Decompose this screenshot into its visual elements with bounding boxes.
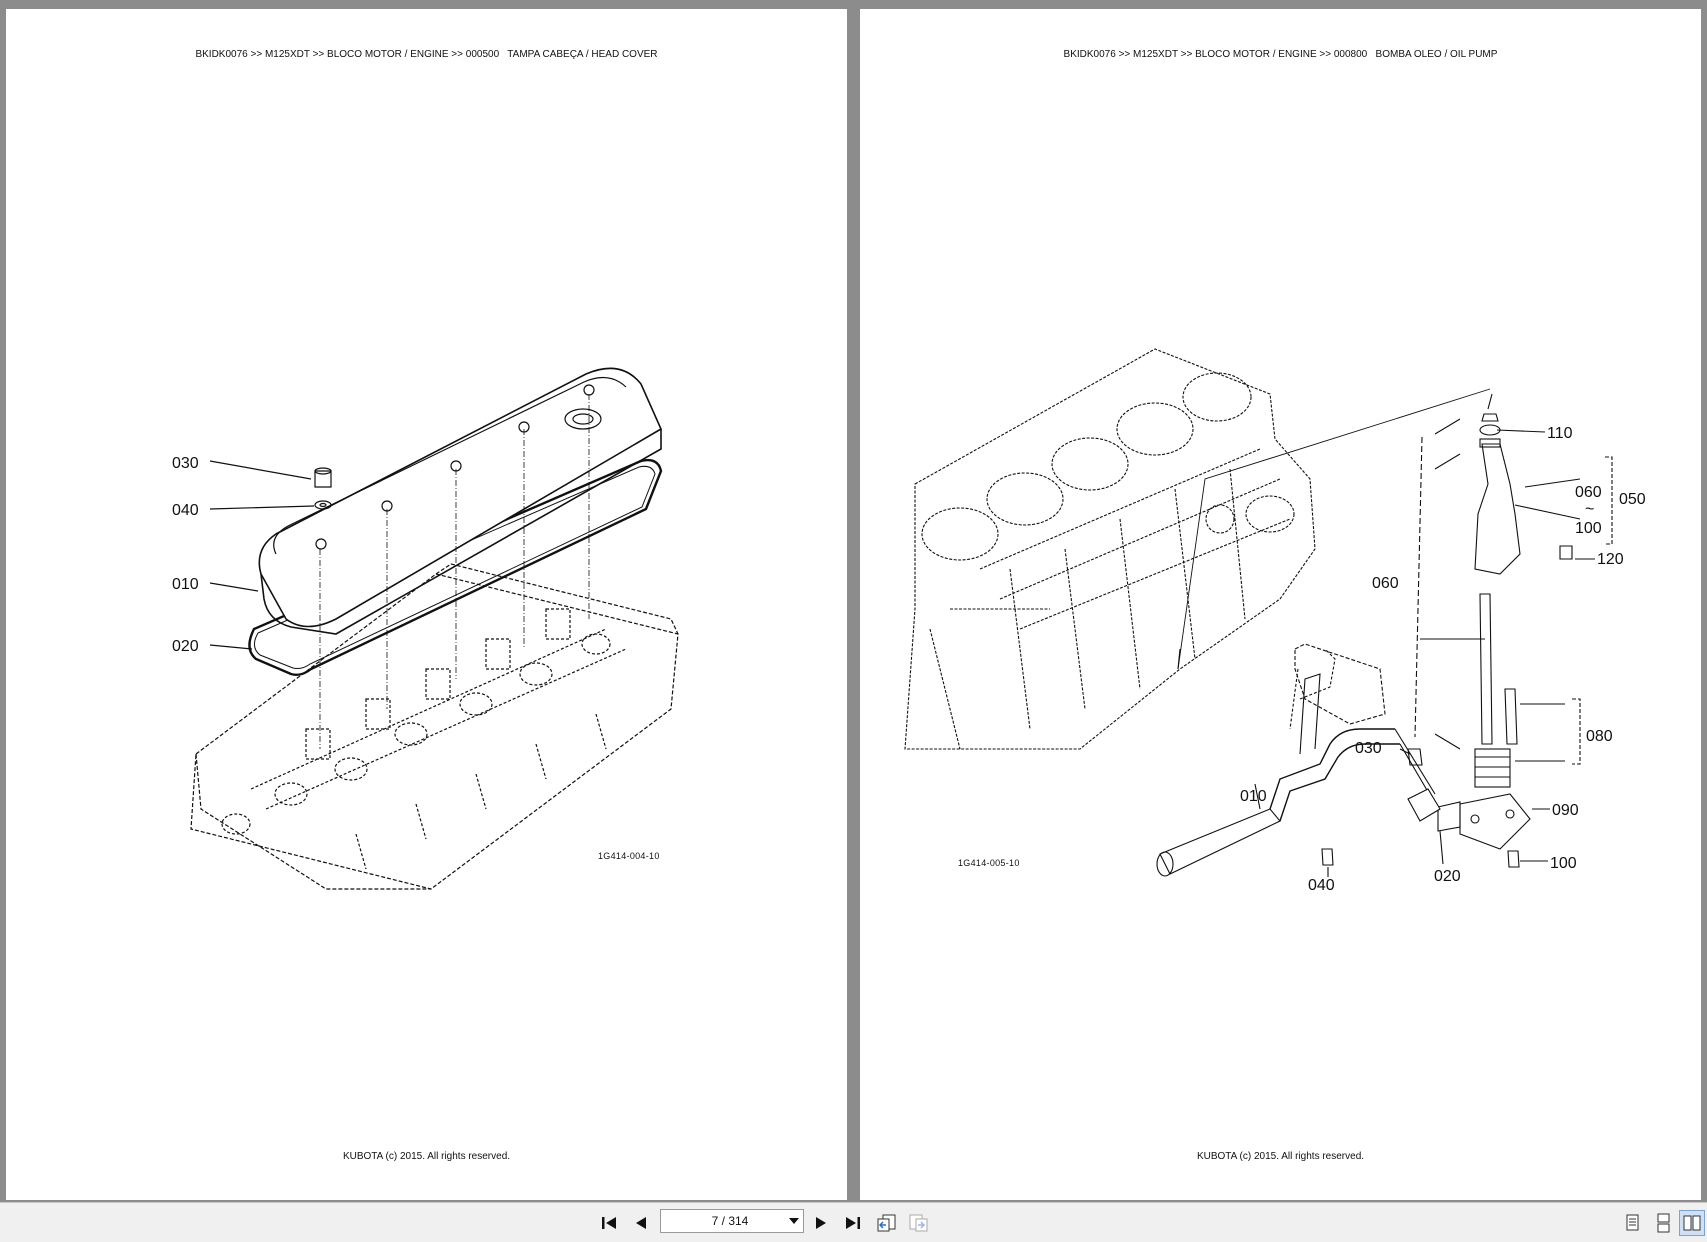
callout-050: 050	[1619, 491, 1646, 508]
go-forward-view-icon[interactable]	[906, 1210, 932, 1236]
callout-040: 040	[1308, 877, 1335, 894]
continuous-view-icon[interactable]	[1651, 1210, 1677, 1236]
callout-100: 100	[1550, 855, 1577, 872]
page-footer: KUBOTA (c) 2015. All rights reserved.	[1196, 1151, 1365, 1162]
callout-030: 030	[172, 455, 199, 472]
callout-110: 110	[1547, 425, 1573, 442]
callout-030: 030	[1355, 740, 1382, 757]
callout-120: 120	[1597, 551, 1624, 568]
page-header: BKIDK0076 >> M125XDT >> BLOCO MOTOR / EN…	[195, 49, 658, 60]
callout-010: 010	[172, 576, 199, 593]
callout-100-top: 100	[1575, 520, 1602, 537]
page-footer: KUBOTA (c) 2015. All rights reserved.	[342, 1151, 511, 1162]
callout-range: ~	[1585, 501, 1594, 518]
head-cover-diagram: 030 040 010 020	[172, 367, 679, 890]
callout-020: 020	[172, 638, 199, 655]
callout-020: 020	[1434, 868, 1461, 885]
callout-090: 090	[1552, 802, 1579, 819]
single-page-view-icon[interactable]	[1620, 1210, 1646, 1236]
oil-pump-diagram: 110 060 ~ 100 050 120 060 080 030 010 09…	[904, 348, 1646, 894]
page-dropdown-icon[interactable]	[785, 1218, 803, 1224]
document-viewer: BKIDK0076 >> M125XDT >> BLOCO MOTOR / EN…	[6, 9, 1701, 1200]
two-page-view-icon[interactable]	[1679, 1210, 1705, 1236]
previous-page-icon[interactable]	[628, 1210, 654, 1236]
page-header: BKIDK0076 >> M125XDT >> BLOCO MOTOR / EN…	[1063, 49, 1498, 60]
callout-040: 040	[172, 502, 199, 519]
first-page-icon[interactable]	[596, 1210, 622, 1236]
callout-010: 010	[1240, 788, 1267, 805]
callout-060: 060	[1372, 575, 1399, 592]
page-oil-pump: BKIDK0076 >> M125XDT >> BLOCO MOTOR / EN…	[860, 9, 1701, 1200]
figure-id: 1G414-005-10	[958, 858, 1020, 868]
callout-060-top: 060	[1575, 484, 1602, 501]
page-indicator: 7 / 314	[711, 1214, 749, 1228]
last-page-icon[interactable]	[840, 1210, 866, 1236]
navigation-toolbar: 7 / 314	[0, 1202, 1707, 1242]
go-back-view-icon[interactable]	[874, 1210, 900, 1236]
figure-id: 1G414-004-10	[598, 851, 660, 861]
next-page-icon[interactable]	[808, 1210, 834, 1236]
callout-labels: 110 060 ~ 100 050 120 060 080 030 010 09…	[1240, 425, 1646, 894]
page-head-cover: BKIDK0076 >> M125XDT >> BLOCO MOTOR / EN…	[6, 9, 847, 1200]
callout-080: 080	[1586, 728, 1613, 745]
page-number-input[interactable]: 7 / 314	[660, 1209, 804, 1233]
callout-labels: 030 040 010 020	[172, 455, 199, 655]
